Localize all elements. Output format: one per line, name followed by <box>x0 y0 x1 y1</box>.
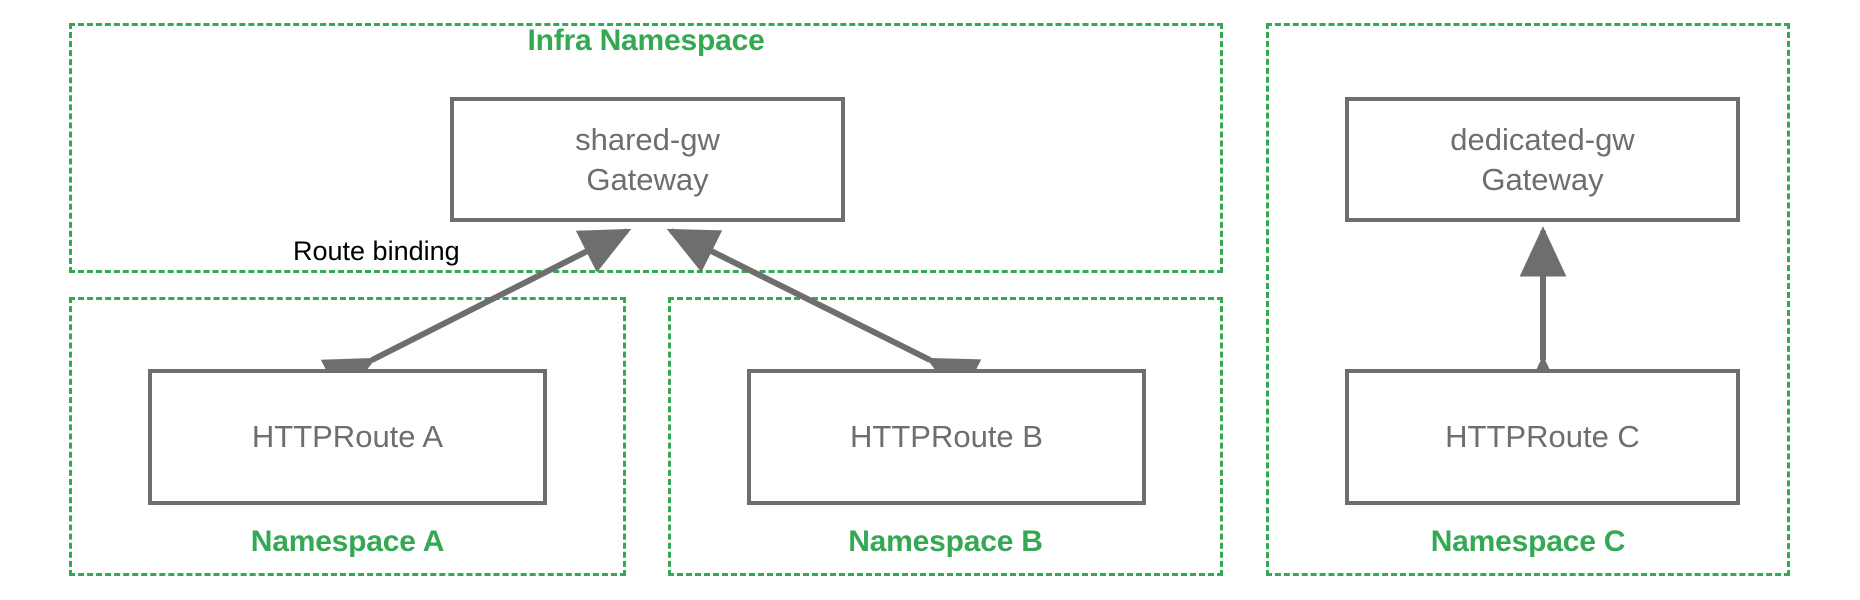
namespace-box-c <box>1266 23 1790 576</box>
namespace-label-c: Namespace C <box>1430 525 1626 558</box>
namespace-label-infra: Infra Namespace <box>527 24 765 57</box>
namespace-box-infra <box>69 23 1223 273</box>
node-shared-gw-gateway[interactable]: shared-gw Gateway <box>450 97 845 222</box>
namespace-label-a: Namespace A <box>250 525 445 558</box>
node-httproute-c[interactable]: HTTPRoute C <box>1345 369 1740 505</box>
node-label-dedicated-gw: dedicated-gw Gateway <box>1450 121 1635 197</box>
node-label-httproute-a: HTTPRoute A <box>251 419 444 455</box>
node-label-shared-gw: shared-gw Gateway <box>575 121 720 197</box>
node-label-httproute-c: HTTPRoute C <box>1445 419 1640 455</box>
node-label-httproute-b: HTTPRoute B <box>850 419 1043 455</box>
namespace-label-b: Namespace B <box>848 525 1043 558</box>
node-httproute-b[interactable]: HTTPRoute B <box>747 369 1146 505</box>
node-dedicated-gw-gateway[interactable]: dedicated-gw Gateway <box>1345 97 1740 222</box>
node-httproute-a[interactable]: HTTPRoute A <box>148 369 547 505</box>
edge-label-route-binding: Route binding <box>293 236 460 266</box>
